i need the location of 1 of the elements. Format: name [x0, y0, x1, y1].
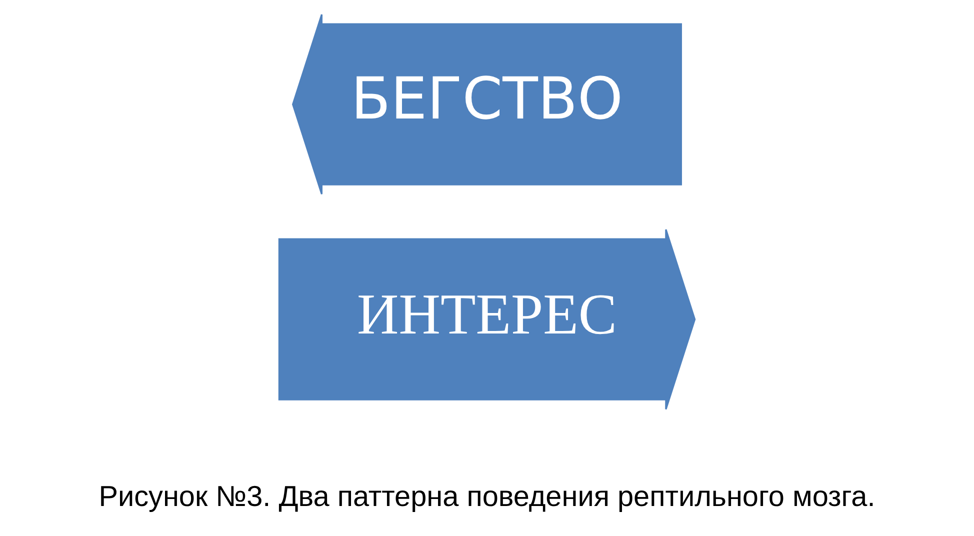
caption: Рисунок №3. Два паттерна поведения рептильного мозга. — [98, 481, 876, 514]
